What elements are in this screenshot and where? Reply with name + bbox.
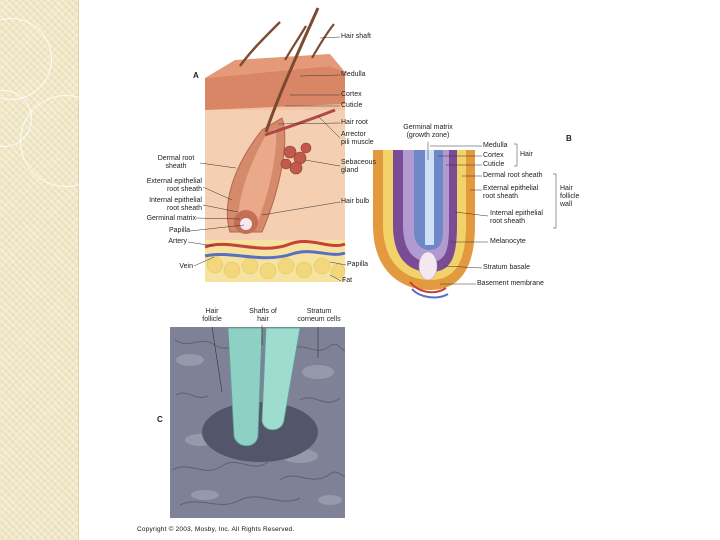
- panel-b-follicle-section: [373, 142, 557, 299]
- label-external-epithelial-b: External epithelial root sheath: [483, 185, 538, 201]
- panel-c-leader-lines: [211, 325, 319, 393]
- label-line: Hair: [205, 308, 219, 315]
- label-internal-epithelial-root-sheath: Internal epithelial root sheath: [130, 197, 202, 213]
- label-line: sheath: [165, 163, 187, 170]
- hair-shaft: [311, 23, 335, 59]
- label-dermal-root-sheath-b: Dermal root sheath: [483, 172, 543, 179]
- label-line: pili muscle: [341, 139, 374, 146]
- label-line: hair: [257, 316, 269, 323]
- panel-c-letter: C: [157, 415, 163, 424]
- label-stratum-basale: Stratum basale: [483, 264, 531, 271]
- label-line: follicle: [202, 316, 222, 323]
- label-line: Internal epithelial: [490, 210, 543, 217]
- label-stratum-corneum-cells: Stratum corneum cells: [292, 308, 346, 324]
- label-line: root sheath: [166, 186, 202, 193]
- label-line: Shafts of: [249, 308, 277, 315]
- label-shafts-of-hair: Shafts of hair: [242, 308, 284, 324]
- label-papilla-left: Papilla: [168, 227, 190, 234]
- skin-surface: [205, 54, 345, 78]
- label-sebaceous-gland: Sebaceous gland: [341, 159, 376, 175]
- label-cortex-b: Cortex: [483, 152, 504, 159]
- capillary-b: [409, 281, 447, 294]
- label-vein: Vein: [179, 263, 193, 270]
- capillary-b: [411, 288, 449, 299]
- hair-shaft: [239, 21, 281, 67]
- label-cortex: Cortex: [341, 91, 362, 98]
- hair-follicle-inner: [237, 128, 277, 230]
- label-medulla-b: Medulla: [483, 142, 508, 149]
- label-line: Internal epithelial: [149, 197, 202, 204]
- papilla-a: [240, 218, 252, 230]
- artery: [204, 239, 346, 250]
- label-germinal-matrix: Germinal matrix: [146, 215, 196, 222]
- label-germinal-matrix-b: Germinal matrix (growth zone): [396, 124, 460, 140]
- hair-shaft: [264, 7, 320, 133]
- label-hair-bulb: Hair bulb: [341, 198, 370, 205]
- label-external-epithelial-root-sheath: External epithelial root sheath: [130, 178, 202, 194]
- label-line: Stratum: [306, 308, 332, 315]
- hair-shaft-sem: [227, 327, 263, 447]
- label-line: Germinal matrix: [403, 124, 453, 131]
- label-line: root sheath: [483, 193, 519, 200]
- panel-a-leader-lines: [187, 36, 347, 282]
- label-basement-membrane: Basement membrane: [477, 280, 544, 287]
- panel-c-sem-image: [170, 325, 346, 518]
- panel-b-leader-lines: [427, 142, 557, 285]
- label-line: Arrector: [341, 131, 366, 138]
- sebaceous-gland: [280, 142, 312, 175]
- label-medulla: Medulla: [341, 71, 366, 78]
- label-line: wall: [560, 201, 573, 208]
- label-line: (growth zone): [406, 132, 450, 139]
- label-fat: Fat: [342, 277, 353, 284]
- hair-shaft: [284, 25, 307, 61]
- label-line: follicle: [560, 193, 580, 200]
- label-hair-shaft: Hair shaft: [341, 33, 371, 40]
- sem-texture: [171, 339, 346, 506]
- epidermis-layer: [205, 66, 345, 110]
- label-papilla-right: Papilla: [347, 261, 369, 268]
- label-line: External epithelial: [483, 185, 539, 192]
- label-line: Sebaceous: [341, 159, 377, 166]
- label-hair-follicle-wall: Hair follicle wall: [560, 185, 579, 209]
- vein: [204, 250, 346, 260]
- fat-cells: [206, 256, 346, 280]
- label-line: root sheath: [166, 205, 202, 212]
- label-cuticle-b: Cuticle: [483, 161, 505, 168]
- panel-a-skin-section: [187, 7, 347, 282]
- hair-shaft-sem: [261, 327, 301, 431]
- label-arrector-pili: Arrector pili muscle: [341, 131, 374, 147]
- panel-a-letter: A: [193, 71, 199, 80]
- follicle-pit: [202, 402, 318, 462]
- label-line: gland: [341, 167, 359, 174]
- label-line: corneum cells: [297, 316, 341, 323]
- label-internal-epithelial-b: Internal epithelial root sheath: [490, 210, 543, 226]
- label-line: root sheath: [490, 218, 526, 225]
- label-hair-follicle-c: Hair follicle: [194, 308, 230, 324]
- label-dermal-root-sheath: Dermal root sheath: [150, 155, 202, 171]
- label-hair-root: Hair root: [341, 119, 368, 126]
- label-cuticle: Cuticle: [341, 102, 363, 109]
- label-line: Dermal root: [157, 155, 195, 162]
- decorative-side-strip: [0, 0, 112, 540]
- label-line: External epithelial: [146, 178, 202, 185]
- papilla-b: [418, 251, 438, 281]
- panel-b-letter: B: [566, 134, 572, 143]
- label-hair-b: Hair: [520, 151, 533, 158]
- label-artery: Artery: [168, 238, 187, 245]
- label-line: Hair: [560, 185, 573, 192]
- medulla-b: [425, 150, 434, 245]
- label-melanocyte: Melanocyte: [490, 238, 526, 245]
- copyright-notice: Copyright © 2003, Mosby, Inc. All Rights…: [137, 526, 295, 533]
